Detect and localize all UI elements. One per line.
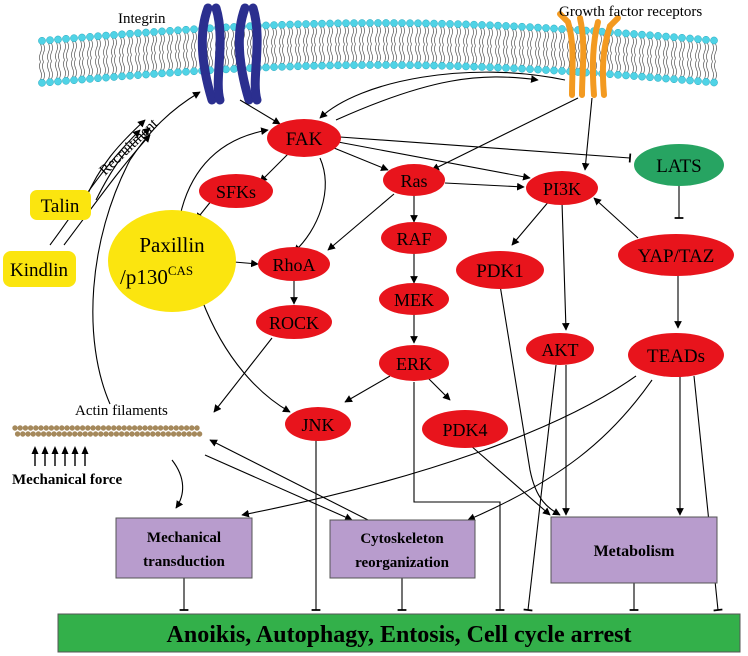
node-mek-label: MEK — [394, 290, 434, 310]
node-lats-label: LATS — [656, 156, 701, 177]
integrin-receptor — [197, 3, 262, 105]
growth-factor-receptor — [557, 11, 621, 98]
cell-membrane — [38, 19, 718, 87]
node-lats: LATS — [634, 144, 724, 186]
node-raf: RAF — [381, 222, 447, 254]
node-teads: TEADs — [628, 333, 724, 377]
connections — [49, 71, 723, 612]
node-erk: ERK — [379, 345, 449, 381]
box-metabolism-label: Metabolism — [594, 543, 676, 560]
node-jnk-label: JNK — [301, 415, 334, 435]
outcome-bar: Anoikis, Autophagy, Entosis, Cell cycle … — [57, 613, 741, 653]
node-erk-label: ERK — [396, 354, 432, 374]
node-jnk: JNK — [285, 407, 351, 441]
box-cyto-line2: reorganization — [355, 555, 450, 571]
node-yaptaz-label: YAP/TAZ — [638, 246, 715, 267]
node-pi3k: PI3K — [526, 171, 598, 205]
node-akt-label: AKT — [542, 340, 579, 360]
box-cyto-line1: Cytoskeleton — [360, 531, 444, 547]
box-mechanical-transduction: Mechanical transduction — [115, 517, 253, 579]
node-ras-label: Ras — [401, 171, 428, 191]
node-pdk1-label: PDK1 — [476, 261, 524, 282]
node-paxillin: Paxillin /p130CAS — [108, 210, 236, 312]
node-akt: AKT — [526, 333, 594, 365]
node-kindlin: Kindlin — [3, 251, 76, 287]
mechanical-force-arrows — [31, 446, 89, 466]
node-teads-label: TEADs — [647, 346, 705, 367]
node-pdk1: PDK1 — [456, 251, 544, 289]
node-fak: FAK — [267, 119, 341, 157]
node-rock-label: ROCK — [269, 313, 319, 333]
actin-filaments-label: Actin filaments — [75, 403, 168, 419]
recruitment-label: Recruitment — [97, 115, 162, 179]
node-rhoa-label: RhoA — [272, 255, 315, 275]
growth-factor-label: Growth factor receptors — [559, 4, 702, 20]
node-sfks: SFKs — [199, 174, 273, 208]
node-fak-label: FAK — [286, 129, 323, 150]
node-sfks-label: SFKs — [216, 182, 256, 202]
node-rhoa: RhoA — [258, 247, 330, 281]
box-metabolism: Metabolism — [550, 516, 718, 584]
node-talin: Talin — [30, 190, 91, 220]
node-kindlin-label: Kindlin — [10, 260, 69, 281]
node-yaptaz: YAP/TAZ — [618, 234, 734, 276]
node-raf-label: RAF — [396, 229, 431, 249]
node-paxillin-line1: Paxillin — [139, 233, 205, 257]
node-mek: MEK — [379, 283, 449, 315]
node-pdk4-label: PDK4 — [442, 420, 487, 440]
node-talin-label: Talin — [41, 196, 80, 217]
actin-filaments — [12, 425, 203, 437]
box-mech-line1: Mechanical — [147, 530, 221, 546]
node-paxillin-line2: /p130CAS — [120, 263, 193, 289]
node-pi3k-label: PI3K — [543, 179, 581, 199]
box-mech-line2: transduction — [143, 554, 225, 570]
mechanical-force-label: Mechanical force — [12, 472, 122, 488]
node-rock: ROCK — [256, 305, 332, 339]
integrin-label: Integrin — [118, 11, 166, 27]
node-pdk4: PDK4 — [422, 410, 508, 448]
box-cytoskeleton-reorganization: Cytoskeleton reorganization — [329, 519, 476, 579]
node-ras: Ras — [383, 164, 445, 196]
outcome-label: Anoikis, Autophagy, Entosis, Cell cycle … — [167, 622, 632, 648]
